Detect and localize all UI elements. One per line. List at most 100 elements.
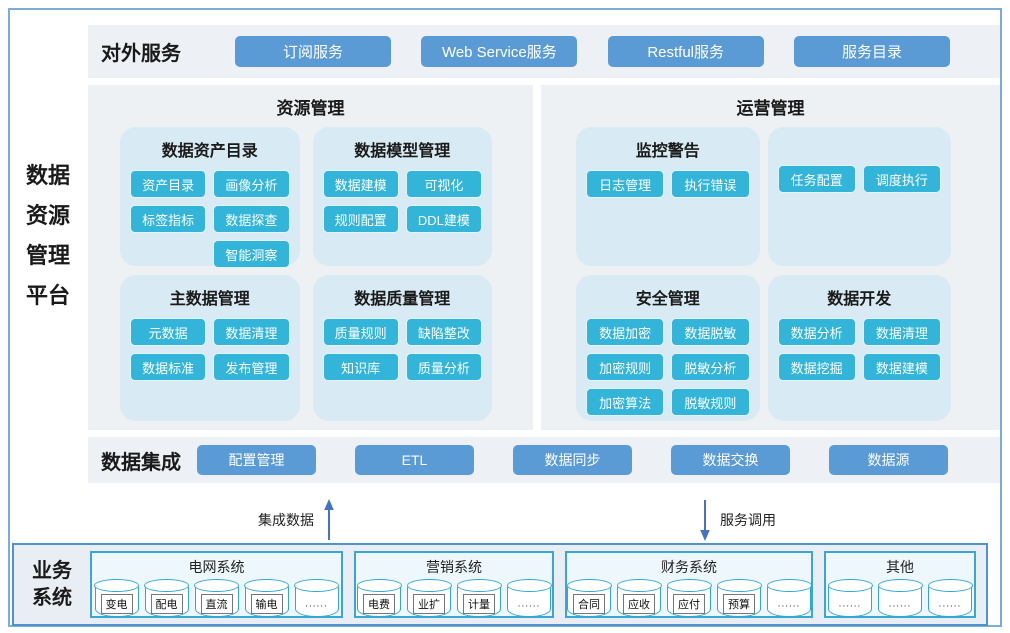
database-cylinder-icon: ...... xyxy=(927,579,973,617)
module-button[interactable]: DDL建模 xyxy=(405,205,482,233)
group-title: 数据质量管理 xyxy=(354,291,451,308)
button-row: 数据标准发布管理 xyxy=(130,353,290,381)
button-row: 数据挖掘数据建模 xyxy=(777,353,941,381)
button-row: 知识库质量分析 xyxy=(322,353,482,381)
operation-management-panel: 运营管理 监控警告日志管理执行错误任务配置调度执行安全管理数据加密数据脱敏加密规… xyxy=(541,85,1000,430)
integration-button[interactable]: 配置管理 xyxy=(197,445,316,475)
module-button[interactable]: 知识库 xyxy=(322,353,399,381)
module-button[interactable]: 发布管理 xyxy=(213,353,290,381)
business-system-title: 营销系统 xyxy=(426,559,482,575)
module-button[interactable]: 数据挖掘 xyxy=(777,353,856,381)
group-title: 数据开发 xyxy=(827,291,892,308)
button-row: 数据加密数据脱敏 xyxy=(586,318,750,346)
button-row: 加密算法脱敏规则 xyxy=(586,388,750,416)
module-button[interactable]: 元数据 xyxy=(130,318,207,346)
external-services-buttons: 订阅服务 Web Service服务 Restful服务服务目录 xyxy=(235,25,950,78)
module-button[interactable]: 质量规则 xyxy=(322,318,399,346)
module-button[interactable]: 缺陷整改 xyxy=(405,318,482,346)
business-system-group: 财务系统合同应收应付预算...... xyxy=(565,551,813,618)
external-service-button[interactable]: Web Service服务 xyxy=(421,36,578,67)
module-button[interactable]: 调度执行 xyxy=(862,165,941,193)
module-button[interactable]: 可视化 xyxy=(405,170,482,198)
integrate-data-flow: 集成数据 xyxy=(258,497,336,543)
database-ellipsis-label: ...... xyxy=(888,598,912,610)
operation-management-title: 运营管理 xyxy=(736,99,805,118)
module-button[interactable]: 资产目录 xyxy=(130,170,207,198)
module-button[interactable]: 加密算法 xyxy=(586,388,665,416)
database-cylinder-icon: ...... xyxy=(766,579,812,617)
module-button[interactable]: 标签指标 xyxy=(130,205,207,233)
module-button[interactable]: 数据探查 xyxy=(213,205,290,233)
module-button[interactable]: 加密规则 xyxy=(586,353,665,381)
button-spacer xyxy=(130,240,206,268)
module-button[interactable]: 执行错误 xyxy=(671,170,750,198)
database-label: 合同 xyxy=(573,593,605,614)
integration-button[interactable]: 数据源 xyxy=(829,445,948,475)
business-systems-groups: 电网系统变电配电直流输电......营销系统电费业扩计量......财务系统合同… xyxy=(90,551,976,618)
database-label: 电费 xyxy=(363,593,395,614)
module-button[interactable]: 日志管理 xyxy=(586,170,665,198)
module-button[interactable]: 画像分析 xyxy=(213,170,290,198)
database-cylinder-icon: ...... xyxy=(506,579,552,617)
button-row: 数据建模可视化 xyxy=(322,170,482,198)
external-service-button[interactable]: 订阅服务 xyxy=(235,36,391,67)
database-cylinder-icon: 应付 xyxy=(666,579,712,617)
module-button[interactable]: 数据清理 xyxy=(213,318,290,346)
database-cylinder-icon: 输电 xyxy=(244,579,289,617)
database-label: 计量 xyxy=(463,593,495,614)
database-ellipsis-label: ...... xyxy=(838,598,862,610)
module-button[interactable]: 智能洞察 xyxy=(213,240,290,268)
resource-management-groups: 数据资产目录资产目录画像分析标签指标数据探查智能洞察数据模型管理数据建模可视化规… xyxy=(88,127,533,421)
database-cylinder-icon: ...... xyxy=(827,579,873,617)
service-call-flow: 服务调用 xyxy=(698,497,776,543)
resource-management-panel: 资源管理 数据资产目录资产目录画像分析标签指标数据探查智能洞察数据模型管理数据建… xyxy=(88,85,533,430)
external-service-button[interactable]: Restful服务 xyxy=(607,36,764,67)
module-button[interactable]: 数据脱敏 xyxy=(671,318,750,346)
module-button[interactable]: 数据标准 xyxy=(130,353,207,381)
button-row: 资产目录画像分析 xyxy=(130,170,290,198)
database-cylinder-icon: 业扩 xyxy=(406,579,452,617)
database-cylinder-icon: 计量 xyxy=(456,579,502,617)
module-button[interactable]: 脱敏分析 xyxy=(671,353,750,381)
integrate-data-label: 集成数据 xyxy=(258,512,314,528)
data-integration-row: 数据集成 配置管理 ETL 数据同步 数据交换 数据源 xyxy=(88,437,1000,483)
module-group-card: 安全管理数据加密数据脱敏加密规则脱敏分析加密算法脱敏规则 xyxy=(576,275,760,421)
database-label: 变电 xyxy=(100,593,133,614)
arrow-down-icon xyxy=(700,500,710,541)
database-ellipsis-label: ...... xyxy=(938,598,962,610)
module-button[interactable]: 数据加密 xyxy=(586,318,665,346)
module-group-card: 任务配置调度执行 xyxy=(767,127,951,266)
service-call-label: 服务调用 xyxy=(720,512,776,528)
module-button[interactable]: 数据建模 xyxy=(862,353,941,381)
module-group-card: 数据质量管理质量规则缺陷整改知识库质量分析 xyxy=(312,275,492,421)
integration-button[interactable]: ETL xyxy=(355,445,474,475)
database-ellipsis-label: ...... xyxy=(517,598,541,610)
module-button[interactable]: 质量分析 xyxy=(405,353,482,381)
database-label: 应付 xyxy=(673,593,705,614)
button-row: 标签指标数据探查 xyxy=(130,205,290,233)
database-label: 预算 xyxy=(723,593,755,614)
business-system-group: 其他.................. xyxy=(824,551,976,618)
database-label: 输电 xyxy=(250,593,283,614)
business-system-title: 财务系统 xyxy=(661,559,717,575)
module-group-card: 数据开发数据分析数据清理数据挖掘数据建模 xyxy=(767,275,951,421)
module-button[interactable]: 任务配置 xyxy=(777,165,856,193)
button-row: 元数据数据清理 xyxy=(130,318,290,346)
integration-button[interactable]: 数据同步 xyxy=(513,445,632,475)
module-button[interactable]: 数据建模 xyxy=(322,170,399,198)
module-button[interactable]: 数据分析 xyxy=(777,318,856,346)
group-title: 主数据管理 xyxy=(169,291,250,308)
external-service-button[interactable]: 服务目录 xyxy=(793,36,950,67)
module-button[interactable]: 脱敏规则 xyxy=(671,388,750,416)
module-button[interactable]: 规则配置 xyxy=(322,205,399,233)
integration-button[interactable]: 数据交换 xyxy=(671,445,790,475)
button-row: 加密规则脱敏分析 xyxy=(586,353,750,381)
database-cylinder-icon: 直流 xyxy=(194,579,239,617)
group-title xyxy=(777,137,943,156)
module-button[interactable]: 数据清理 xyxy=(862,318,941,346)
data-integration-title: 数据集成 xyxy=(101,451,181,474)
database-row: 电费业扩计量...... xyxy=(356,579,552,617)
